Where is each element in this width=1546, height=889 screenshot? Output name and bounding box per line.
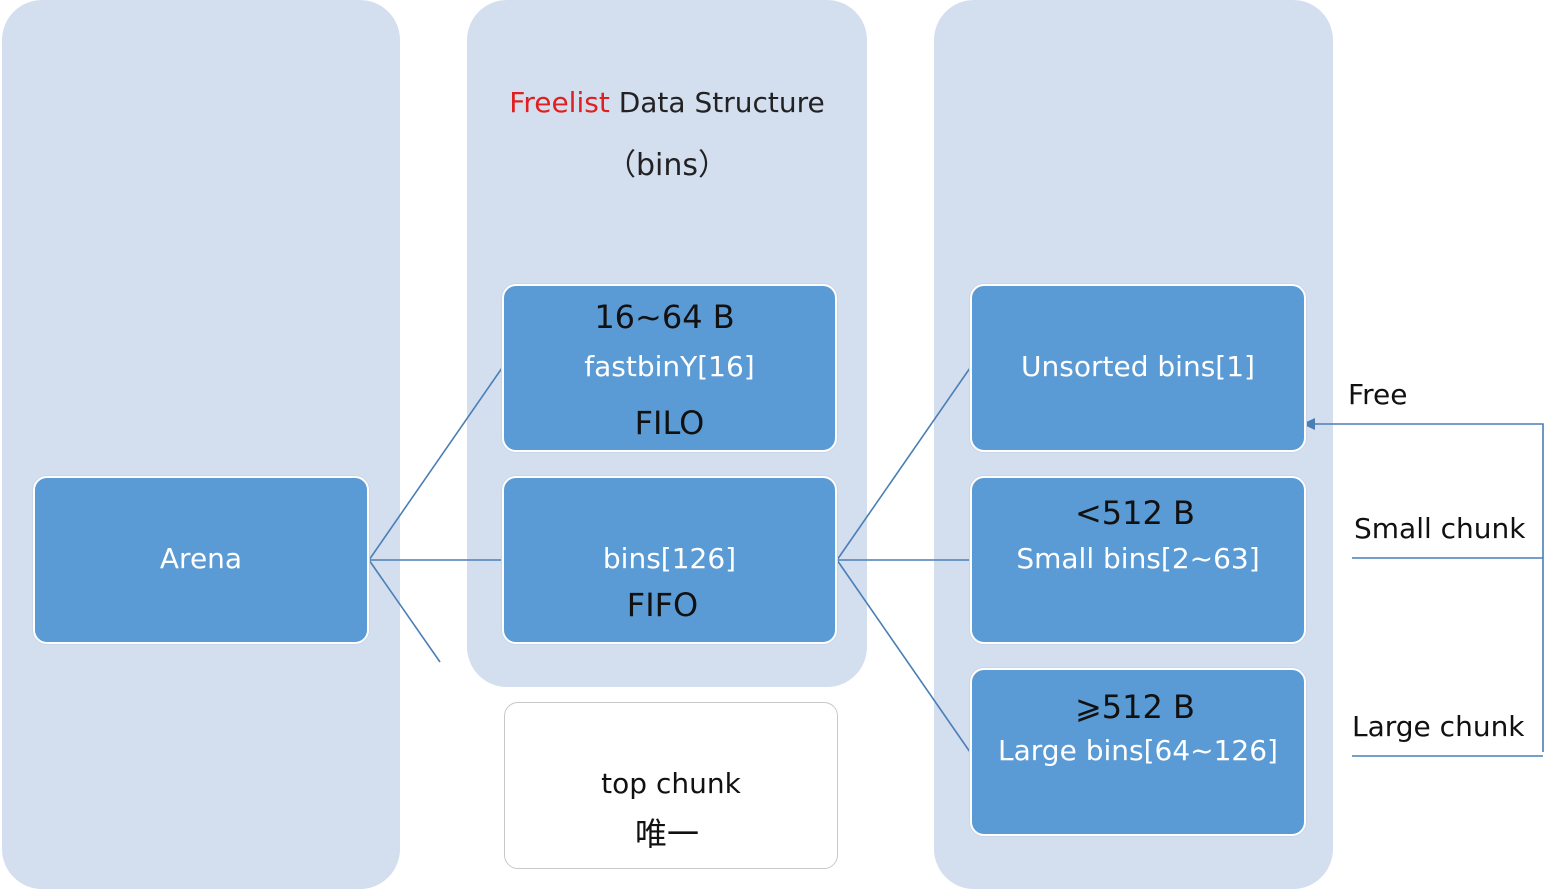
bins-name: bins[126] — [602, 542, 737, 575]
large-bins-box[interactable]: ⩾512 B Large bins[64~126] — [970, 668, 1306, 836]
small-bins-size: <512 B — [1074, 494, 1195, 532]
bins-to-unsorted-line — [836, 367, 971, 561]
arena-label: Arena — [159, 542, 243, 575]
large-bins-label: Large bins[64~126] — [998, 734, 1278, 767]
title-rest: Data Structure — [609, 86, 825, 119]
small-chunk-label: Small chunk — [1354, 512, 1526, 545]
freelist-subtitle: （bins） — [605, 148, 729, 183]
unsorted-bins-label: Unsorted bins[1] — [1021, 350, 1255, 383]
large-bins-size: ⩾512 B — [1074, 688, 1195, 726]
bins-box[interactable]: bins[126] FIFO — [502, 476, 837, 644]
bins-order: FIFO — [626, 586, 699, 624]
bins-to-large-line — [836, 559, 971, 753]
arena-column — [2, 0, 400, 889]
arena-box[interactable]: Arena — [33, 476, 369, 644]
arena-to-fastbin-line — [368, 367, 503, 561]
fastbin-size: 16~64 B — [594, 298, 735, 336]
unsorted-bins-box[interactable]: Unsorted bins[1] — [970, 284, 1306, 452]
top-chunk-label: top chunk — [601, 767, 741, 800]
free-arrowhead — [1302, 418, 1315, 430]
top-chunk-note: 唯一 — [634, 815, 699, 853]
small-bins-box[interactable]: <512 B Small bins[2~63] — [970, 476, 1306, 644]
large-chunk-label: Large chunk — [1352, 710, 1525, 743]
free-label: Free — [1348, 378, 1408, 411]
fastbin-order: FILO — [634, 404, 705, 442]
freelist-highlight: Freelist — [509, 86, 610, 119]
free-return-line — [1310, 423, 1544, 752]
fastbin-name: fastbinY[16] — [584, 350, 755, 383]
freelist-title: Freelist Data Structure — [467, 86, 867, 119]
top-chunk-box[interactable]: top chunk 唯一 — [504, 702, 838, 869]
small-bins-label: Small bins[2~63] — [1016, 542, 1260, 575]
fastbin-box[interactable]: 16~64 B fastbinY[16] FILO — [502, 284, 837, 452]
arena-to-top-chunk-line — [368, 559, 441, 663]
